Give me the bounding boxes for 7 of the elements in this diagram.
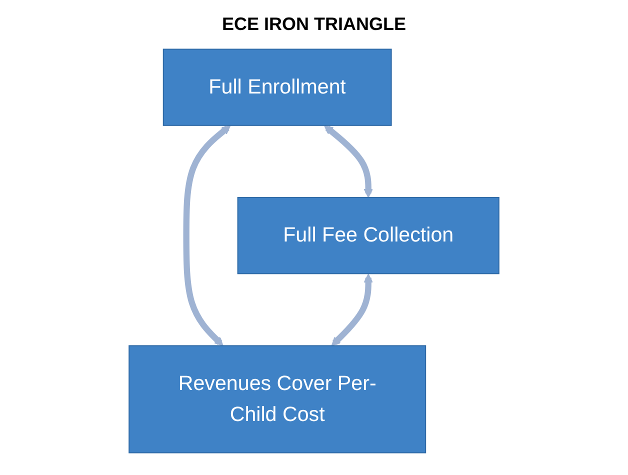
- node-box: Revenues Cover Per-Child Cost: [128, 345, 426, 454]
- node-box: Full Fee Collection: [237, 196, 500, 274]
- arrow: [331, 274, 373, 346]
- diagram-title: ECE IRON TRIANGLE: [220, 14, 407, 35]
- node-box: Full Enrollment: [162, 48, 392, 126]
- arrow: [324, 125, 373, 198]
- arrow: [183, 125, 231, 346]
